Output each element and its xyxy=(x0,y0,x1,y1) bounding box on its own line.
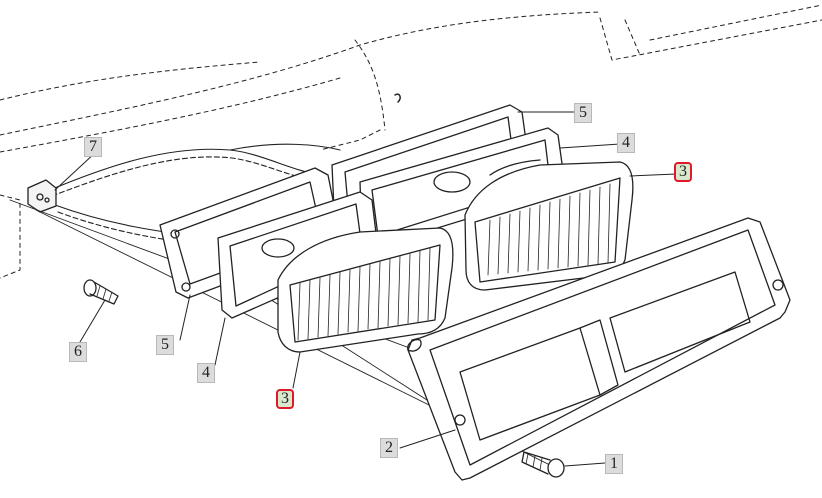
vehicle-body-outline xyxy=(0,4,822,279)
callout-part-1[interactable]: 1 xyxy=(605,454,623,474)
bracket-part-7 xyxy=(27,179,57,213)
bezel-part-2 xyxy=(407,217,791,481)
callout-part-5-right[interactable]: 5 xyxy=(574,103,592,123)
lamp-part-3-right xyxy=(464,159,634,291)
callout-part-4-left[interactable]: 4 xyxy=(197,363,215,383)
lamp-part-3-left xyxy=(277,227,454,353)
callout-part-7[interactable]: 7 xyxy=(84,137,102,157)
screw-part-6 xyxy=(83,279,119,305)
screw-part-1 xyxy=(521,451,565,478)
callout-part-3-right[interactable]: 3 xyxy=(674,162,692,182)
callout-part-5-left[interactable]: 5 xyxy=(156,335,174,355)
callout-part-3-left[interactable]: 3 xyxy=(276,389,294,409)
callout-part-2[interactable]: 2 xyxy=(380,438,398,458)
callout-part-6[interactable]: 6 xyxy=(69,342,87,362)
body-clip xyxy=(394,93,401,103)
leader-lines xyxy=(54,111,677,467)
callout-part-4-right[interactable]: 4 xyxy=(617,133,635,153)
